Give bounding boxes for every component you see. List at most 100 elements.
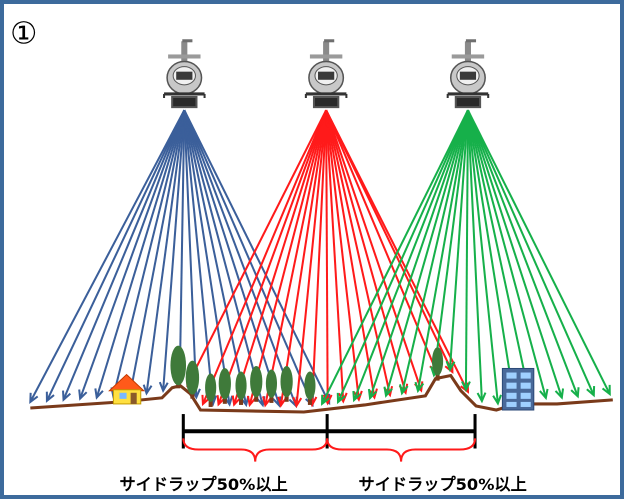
green-beam [466,109,547,399]
green-beam [467,109,611,395]
red-beam-arrowhead [201,394,211,407]
blue-beam-arrowhead [142,384,153,396]
red-beam [279,110,328,406]
blue-beam [183,109,281,406]
red-beam [325,109,438,373]
building-icon [501,367,535,411]
green-beam-arrowhead [352,390,362,403]
laser-beams [29,109,611,409]
green-beam [448,110,469,370]
green-beam-arrowhead [367,388,378,401]
green-beam-arrowhead [539,388,549,401]
green-beam-arrowhead [461,381,471,393]
green-beam [337,109,469,403]
tree-icon [250,366,263,402]
green-beam [466,110,515,399]
red-beam [325,110,360,400]
green-beam [467,109,579,397]
tree-icon [304,371,316,405]
red-beam [325,109,407,393]
blue-beam [62,109,186,401]
panel-marker: ① [10,16,37,51]
tree-group [170,345,444,407]
green-beam [466,109,563,398]
blue-beam-arrowhead [94,388,104,400]
blue-beam [128,109,186,396]
red-beam [202,109,328,405]
blue-beam [183,109,314,406]
blue-beam [178,110,186,380]
blue-beam-arrowhead [62,390,72,402]
red-beam [325,110,329,404]
tree-icon [265,369,277,403]
green-beam [466,110,499,404]
green-beam [353,109,469,401]
red-beam-arrowhead [262,396,272,408]
green-beam [416,109,469,392]
tree-icon [170,345,187,389]
ground-profile [30,373,613,414]
red-beam [233,109,328,405]
green-beam [401,109,469,394]
blue-beam [112,109,186,397]
blue-beam [79,109,186,399]
helicopter-icon [162,37,207,110]
blue-beam [183,110,214,405]
blue-beam [46,109,186,402]
red-beam [264,109,328,406]
blue-beam-arrowhead [158,381,169,393]
blue-beam-arrowhead [78,389,88,401]
red-beam [325,109,423,391]
blue-beam [183,110,231,405]
overlap-brace-right [326,438,477,462]
tree-icon [205,373,217,407]
tree-icon [235,371,247,405]
red-beam [325,109,391,396]
green-beam-arrowhead [601,384,611,397]
red-beam [295,110,328,406]
red-beam-arrowhead [292,396,303,409]
green-beam-arrowhead [476,392,487,404]
red-beam-arrowhead [277,396,287,408]
green-beam [466,110,483,402]
blue-beam [183,109,331,404]
blue-beam [29,109,186,403]
green-beam [464,110,469,390]
green-beam-arrowhead [492,394,502,406]
blue-beam [145,110,186,394]
tree-icon [185,360,200,399]
green-beam-arrowhead [414,381,425,394]
green-beam-arrowhead [321,394,330,406]
blue-beam-arrowhead [29,392,39,404]
green-beam-arrowhead [336,392,346,405]
red-beam [217,109,328,405]
diagram-canvas: ① サイドラップ50%以上 サイドラップ50%以上 [10,16,613,494]
green-beam-arrowhead [399,384,409,396]
green-beam-arrowhead [383,386,393,398]
tree-icon [280,366,293,402]
red-beam [325,110,345,402]
green-beam [369,109,469,399]
red-beam [186,109,328,386]
blue-beam [183,110,198,398]
tree-icon [218,368,231,404]
green-beam [321,109,469,405]
green-beam-arrowhead [570,387,580,399]
green-beam-arrowhead [586,386,596,398]
red-beam [248,109,328,406]
red-beam [325,109,376,398]
green-beam-arrowhead [445,360,456,372]
green-beam [385,109,469,396]
helicopter-icon [446,37,490,110]
overlap-label-left: サイドラップ50%以上 [119,475,287,494]
red-beam-arrowhead [246,395,257,408]
green-beam [432,110,469,376]
green-beam-arrowhead [554,388,565,400]
green-beam [467,109,595,396]
red-beam-arrowhead [231,395,242,407]
helicopter-icon [304,37,348,110]
green-beam [466,109,531,399]
blue-beam [183,109,297,407]
overlap-brace-left [182,438,329,462]
